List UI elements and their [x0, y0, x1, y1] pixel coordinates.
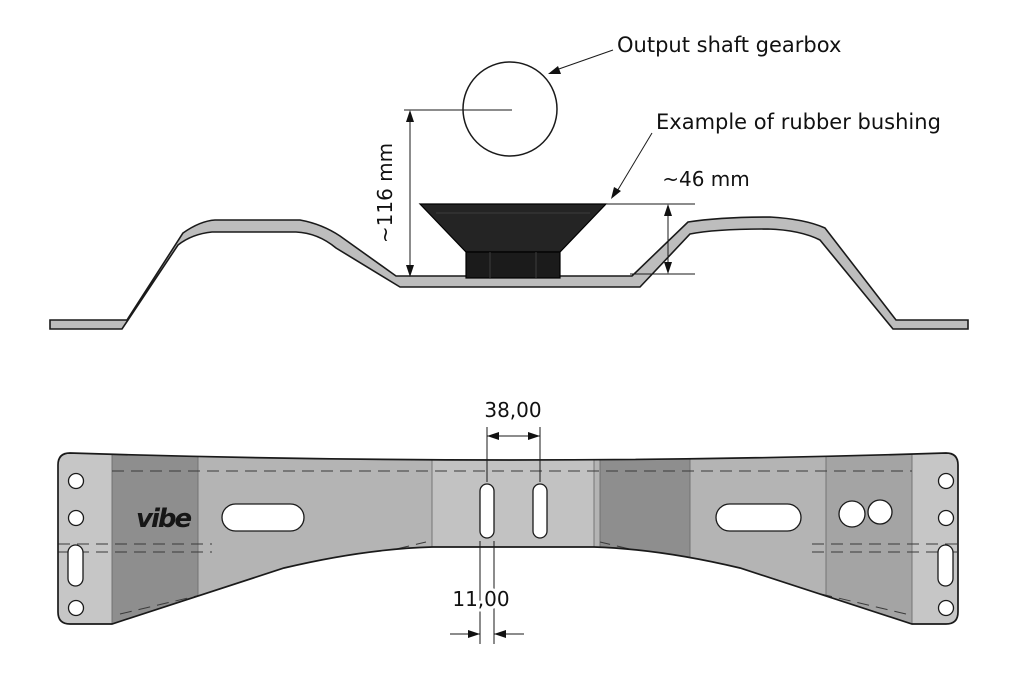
slot-vertical: [67, 544, 84, 587]
dimension-116: ~116 mm: [373, 109, 512, 277]
dimension-11: 11,00: [449, 541, 524, 644]
leader-output-shaft: Output shaft gearbox: [548, 33, 841, 74]
plan-outline: [57, 452, 959, 625]
slot-horizontal-right: [715, 503, 802, 532]
brand-logo: vibe: [136, 504, 191, 534]
arrowhead: [468, 630, 480, 638]
label-rubber-bushing: Example of rubber bushing: [656, 110, 941, 134]
shade-left-plate: [58, 453, 112, 624]
dim-text-11: 11,00: [452, 587, 509, 611]
hole: [67, 599, 85, 617]
slot-horizontal-left: [221, 503, 305, 532]
hole: [67, 509, 85, 527]
shade-right-inner-slope: [600, 453, 690, 624]
arrowhead: [664, 262, 672, 274]
leader-rubber-bushing: Example of rubber bushing: [611, 110, 941, 199]
hole: [67, 472, 85, 490]
dim-text-46: ~46 mm: [662, 167, 750, 191]
arrowhead: [406, 265, 414, 277]
right-plate-holes: [937, 472, 955, 617]
plan-view: vibe 38,00 11,00: [57, 398, 959, 644]
output-shaft-circle: [462, 61, 558, 157]
slot-center-right: [532, 483, 548, 539]
slot-center-left: [479, 483, 495, 539]
left-plate-holes: [67, 472, 85, 617]
bushing-base: [465, 251, 561, 279]
arrowhead: [487, 432, 499, 440]
arrowhead: [528, 432, 540, 440]
side-view: ~116 mm ~46 mm Output shaft gearbox Exam…: [49, 33, 969, 330]
arrowhead: [611, 187, 621, 199]
hole: [937, 472, 955, 490]
leader-line: [555, 49, 614, 71]
arrowhead: [548, 66, 561, 74]
arrowhead: [406, 110, 414, 122]
body-holes: [221, 483, 893, 539]
hole-large: [838, 500, 866, 528]
hole-large: [867, 499, 893, 525]
hole: [937, 599, 955, 617]
dimension-38: 38,00: [484, 398, 542, 482]
leader-line: [615, 132, 653, 194]
rubber-bushing: [418, 203, 608, 279]
dimension-46: ~46 mm: [606, 167, 750, 275]
shade-right-outer-slope: [826, 453, 912, 624]
bushing-cone: [418, 203, 608, 253]
arrowhead: [494, 630, 506, 638]
shade-left-slope: [112, 453, 198, 624]
label-output-shaft: Output shaft gearbox: [617, 33, 841, 57]
slot-vertical: [937, 544, 954, 587]
crossmember-profile: [49, 216, 969, 330]
dim-text-116: ~116 mm: [373, 143, 397, 243]
arrowhead: [664, 204, 672, 216]
hole: [937, 509, 955, 527]
dim-text-38: 38,00: [484, 398, 541, 422]
plan-shading: [58, 453, 958, 624]
